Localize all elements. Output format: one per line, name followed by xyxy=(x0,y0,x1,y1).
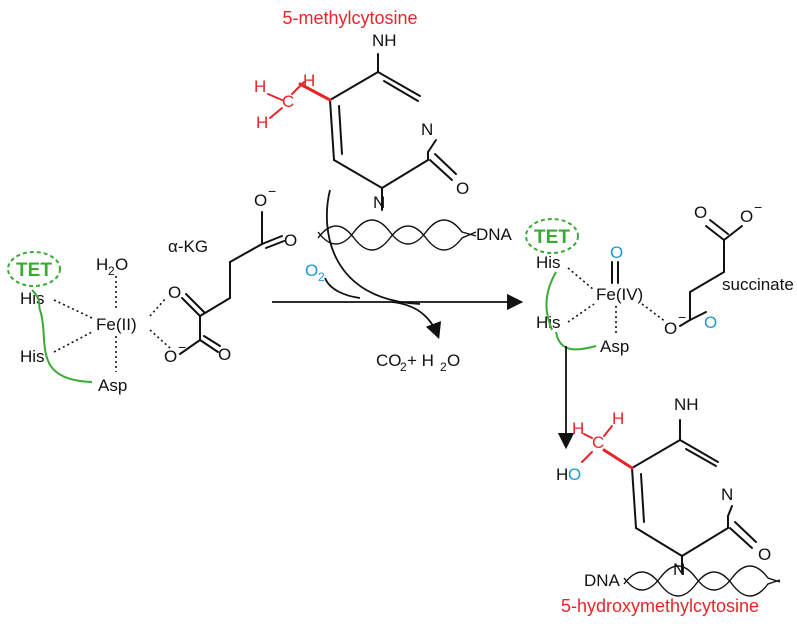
asp-label-right: Asp xyxy=(600,337,629,356)
water-sub-label: 2 xyxy=(108,264,115,278)
co2-label: CO xyxy=(376,351,402,370)
h2o-sub: 2 xyxy=(440,360,447,374)
product-ring-n-label: N xyxy=(721,485,733,504)
hm-c-label: C xyxy=(592,433,604,452)
succinate-label: succinate xyxy=(722,275,794,294)
tet-badge-left xyxy=(7,251,61,287)
akg-label: α-KG xyxy=(168,237,208,256)
tet-badge-right xyxy=(525,218,579,254)
product-n1-label: N xyxy=(673,560,685,579)
hm-h-black: H xyxy=(556,465,568,484)
tet-label-left: TET xyxy=(16,260,52,281)
succinate-o-top: O xyxy=(694,203,707,222)
substrate-in-arrow xyxy=(325,189,421,305)
akg-o-minus-left-sign: − xyxy=(178,339,186,355)
co2-sub: 2 xyxy=(400,360,407,374)
hm-h-label-1: H xyxy=(572,419,584,438)
product-title: 5-hydroxymethylcytosine xyxy=(561,596,759,616)
akg-o-top: O xyxy=(254,191,267,210)
akg-o-top-minus: − xyxy=(268,183,276,199)
substrate-dna-helix xyxy=(317,219,477,251)
succinate-o-minus-bottom-sign: − xyxy=(678,309,686,325)
akg-o-right: O xyxy=(284,231,297,250)
substrate-ring-n-label: N xyxy=(421,120,433,139)
his-label-right-1: His xyxy=(536,253,561,272)
methyl-h-label-2: H xyxy=(303,71,315,90)
his-label-right-2: His xyxy=(536,313,561,332)
fe4-coordination xyxy=(545,261,667,351)
succinate-o-minus-top-sign: − xyxy=(754,199,762,215)
h2o-o-label: O xyxy=(447,351,460,370)
akg-o-minus-left: O xyxy=(164,347,177,366)
hm-o-blue: O xyxy=(568,465,581,484)
fe2-coordination xyxy=(31,276,171,383)
water-o-label: O xyxy=(115,255,128,274)
akg-keto-o: O xyxy=(168,283,181,302)
substrate-nh-label: NH xyxy=(372,31,397,50)
fe4-label: Fe(IV) xyxy=(596,285,643,304)
plus-h-label: + H xyxy=(407,351,434,370)
product-ring xyxy=(602,419,757,573)
product-carbonyl-o-label: O xyxy=(758,545,771,564)
akg-skeleton xyxy=(179,211,285,355)
hm-h-label-2: H xyxy=(612,409,624,428)
substrate-dna-label: DNA xyxy=(476,225,513,244)
product-dna-helix xyxy=(623,565,781,597)
substrate-title: 5-methylcytosine xyxy=(282,8,417,28)
product-nh-label: NH xyxy=(674,395,699,414)
his-label-left-2: His xyxy=(20,347,45,366)
succinate-o-minus-top: O xyxy=(740,207,753,226)
methyl-h-label-3: H xyxy=(256,113,268,132)
substrate-carbonyl-o-label: O xyxy=(456,179,469,198)
o2-sub-label: 2 xyxy=(318,270,325,284)
substrate-ring xyxy=(298,53,457,211)
o2-o-label: O xyxy=(305,261,318,280)
ferryl-o-label: O xyxy=(610,243,623,262)
akg-o-lower: O xyxy=(218,345,231,364)
substrate-n1-label: N xyxy=(373,193,385,212)
product-dna-label: DNA xyxy=(584,571,621,590)
methyl-c-label: C xyxy=(282,92,294,111)
water-h-label: H xyxy=(96,255,108,274)
methyl-h-label-1: H xyxy=(254,77,266,96)
succinate-o-minus-bottom: O xyxy=(664,319,677,338)
o2-in-arrow xyxy=(324,277,361,299)
his-label-left-1: His xyxy=(20,289,45,308)
fe2-label: Fe(II) xyxy=(96,315,137,334)
succinate-skeleton xyxy=(679,219,743,327)
succinate-o-blue: O xyxy=(704,313,717,332)
tet-label-right: TET xyxy=(534,227,570,248)
asp-label-left: Asp xyxy=(98,376,127,395)
byproduct-out-arrow xyxy=(391,301,442,340)
